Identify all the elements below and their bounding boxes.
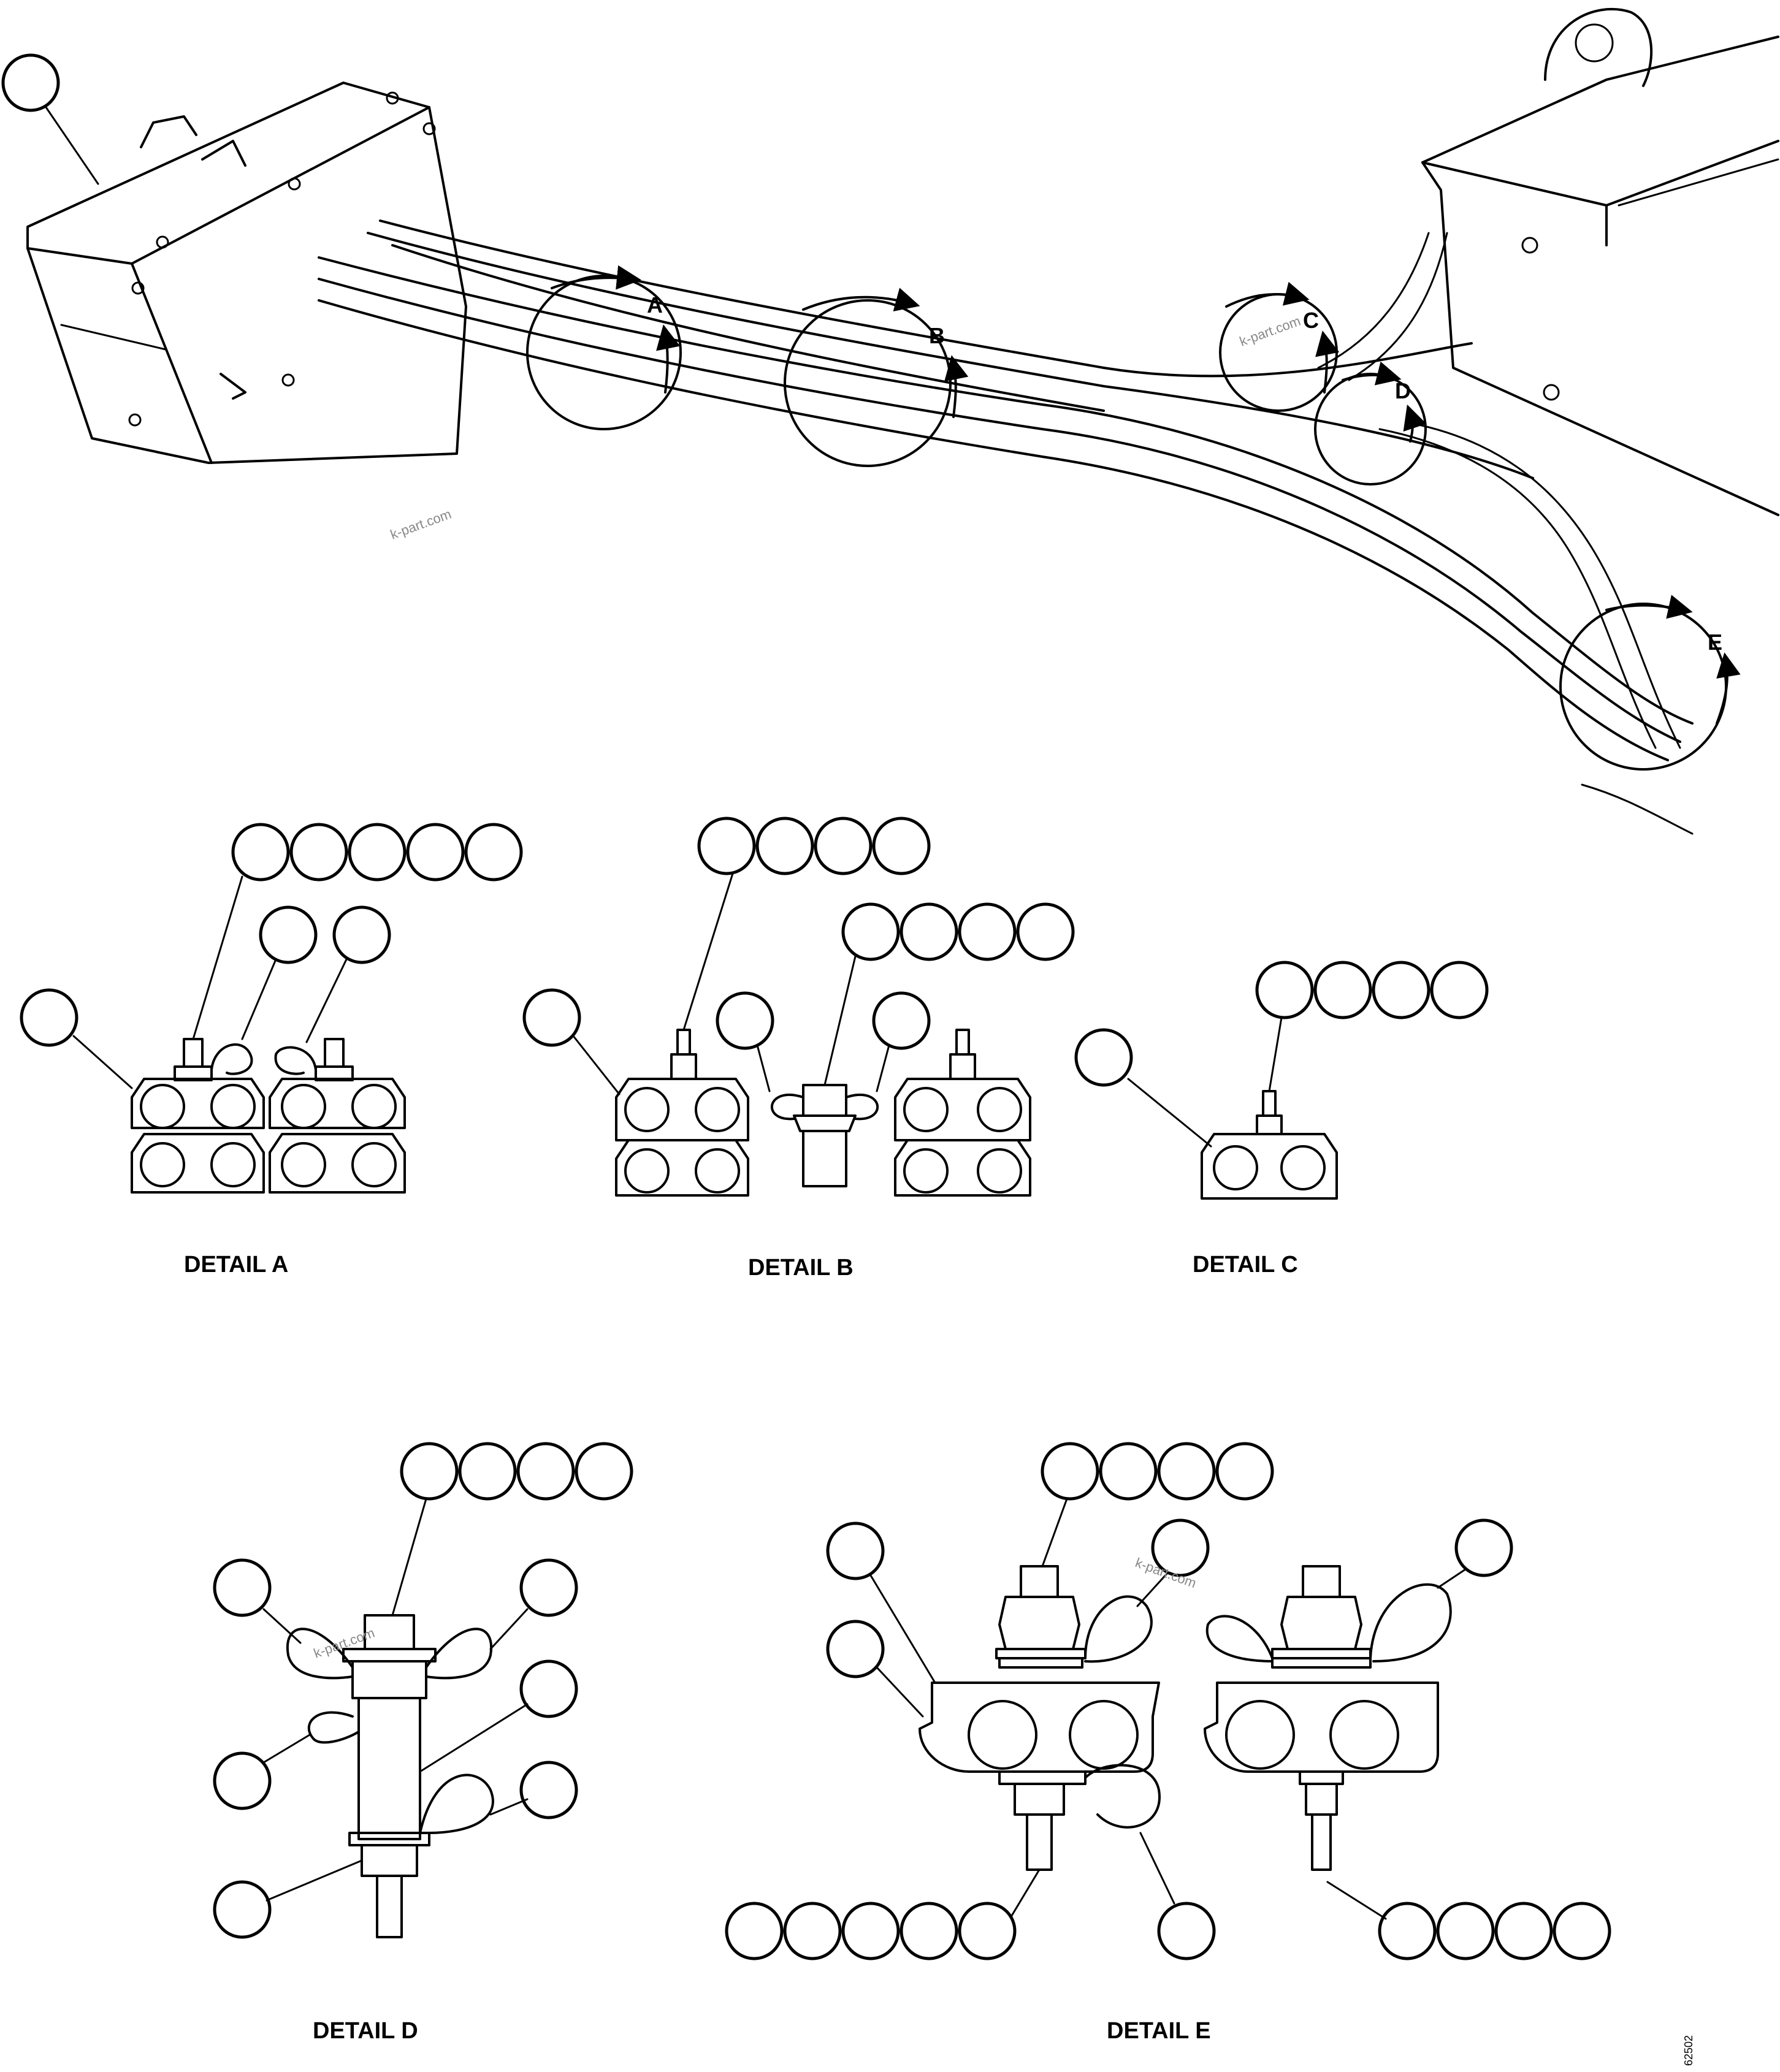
callout-bubble (1157, 1442, 1216, 1501)
callout-bubble (826, 1620, 885, 1678)
callout-bubble (1436, 1902, 1495, 1960)
frame-beam (1421, 8, 1779, 835)
callout-bubble (814, 817, 873, 875)
callout-bubble (519, 1558, 578, 1617)
detail-letter-d: D (1395, 378, 1411, 403)
callout-bubble (716, 991, 774, 1050)
callout-bubble (1, 53, 60, 112)
detail-letter-c: C (1303, 308, 1319, 333)
callout-bubble (406, 823, 465, 882)
callout-bubble (519, 1659, 578, 1718)
callout-bubble (872, 991, 931, 1050)
callout-bubble (464, 823, 523, 882)
callout-bubble (332, 905, 391, 964)
callout-bubble (1157, 1902, 1216, 1960)
detail-c: DETAIL C (1074, 961, 1489, 1278)
callout-bubble (755, 817, 814, 875)
detail-c-circle (1219, 293, 1338, 412)
callout-bubble (1099, 1442, 1158, 1501)
callout-bubble (400, 1442, 459, 1501)
detail-caption-c: DETAIL C (1193, 1252, 1298, 1278)
callout-bubble (1313, 961, 1372, 1019)
callout-bubble (826, 1522, 885, 1580)
callout-bubble (783, 1902, 842, 1960)
detail-e-circle (1559, 603, 1727, 771)
detail-letter-a: A (647, 292, 663, 318)
callout-bubble (519, 1761, 578, 1819)
callout-bubble (900, 1902, 958, 1960)
callout-bubble (20, 988, 78, 1047)
callout-bubble (1215, 1442, 1274, 1501)
callout-bubble (348, 823, 407, 882)
detail-letter-e: E (1708, 630, 1722, 655)
left-box (26, 82, 467, 464)
callout-bubble (458, 1442, 517, 1501)
callout-bubble (1430, 961, 1489, 1019)
callout-bubble (289, 823, 348, 882)
callout-bubble (575, 1442, 633, 1501)
callout-bubble (841, 1902, 900, 1960)
detail-d: k-part.com DETAIL D (213, 1442, 633, 2044)
detail-markers: A B C D E (526, 265, 1741, 771)
callout-bubble (1074, 1028, 1133, 1087)
detail-a-circle (526, 275, 682, 430)
callout-bubble (1454, 1518, 1513, 1577)
callout-bubble (522, 988, 581, 1047)
detail-e: k-part.com DETAIL E (725, 1442, 1611, 2044)
detail-caption-b: DETAIL B (748, 1255, 854, 1281)
hose-bundle (318, 219, 1694, 761)
figure-number: 62502 (1683, 2035, 1695, 2066)
callout-bubble (1494, 1902, 1553, 1960)
callout-bubble (841, 902, 900, 961)
callout-bubble (1378, 1902, 1437, 1960)
detail-a: DETAIL A (20, 823, 523, 1278)
detail-caption-e: DETAIL E (1107, 2018, 1211, 2044)
callout-bubble (697, 817, 756, 875)
callout-bubble (872, 817, 931, 875)
callout-bubble (1255, 961, 1314, 1019)
callout-bubble (259, 905, 318, 964)
detail-b-circle (784, 299, 952, 467)
assembly-overview: A B C D E k-part.com k-part.com (1, 8, 1779, 835)
callout-bubble (1151, 1518, 1210, 1577)
callout-bubble (1372, 961, 1430, 1019)
callout-bubble (213, 1751, 272, 1810)
callout-bubble (958, 902, 1017, 961)
detail-letter-b: B (929, 323, 945, 348)
callout-bubble (1041, 1442, 1099, 1501)
detail-caption-a: DETAIL A (184, 1252, 288, 1278)
callout-bubble (958, 1902, 1017, 1960)
watermark: k-part.com (388, 506, 453, 543)
callout-bubble (231, 823, 290, 882)
callout-bubble (725, 1902, 784, 1960)
callout-bubble (900, 902, 958, 961)
detail-caption-d: DETAIL D (313, 2018, 418, 2044)
watermark: k-part.com (1237, 313, 1302, 349)
callout-bubble (516, 1442, 575, 1501)
callout-bubble (213, 1880, 272, 1939)
callout-bubble (213, 1558, 272, 1617)
callout-bubble (1016, 902, 1075, 961)
callout-bubble (1553, 1902, 1611, 1960)
detail-b: DETAIL B (522, 817, 1075, 1281)
